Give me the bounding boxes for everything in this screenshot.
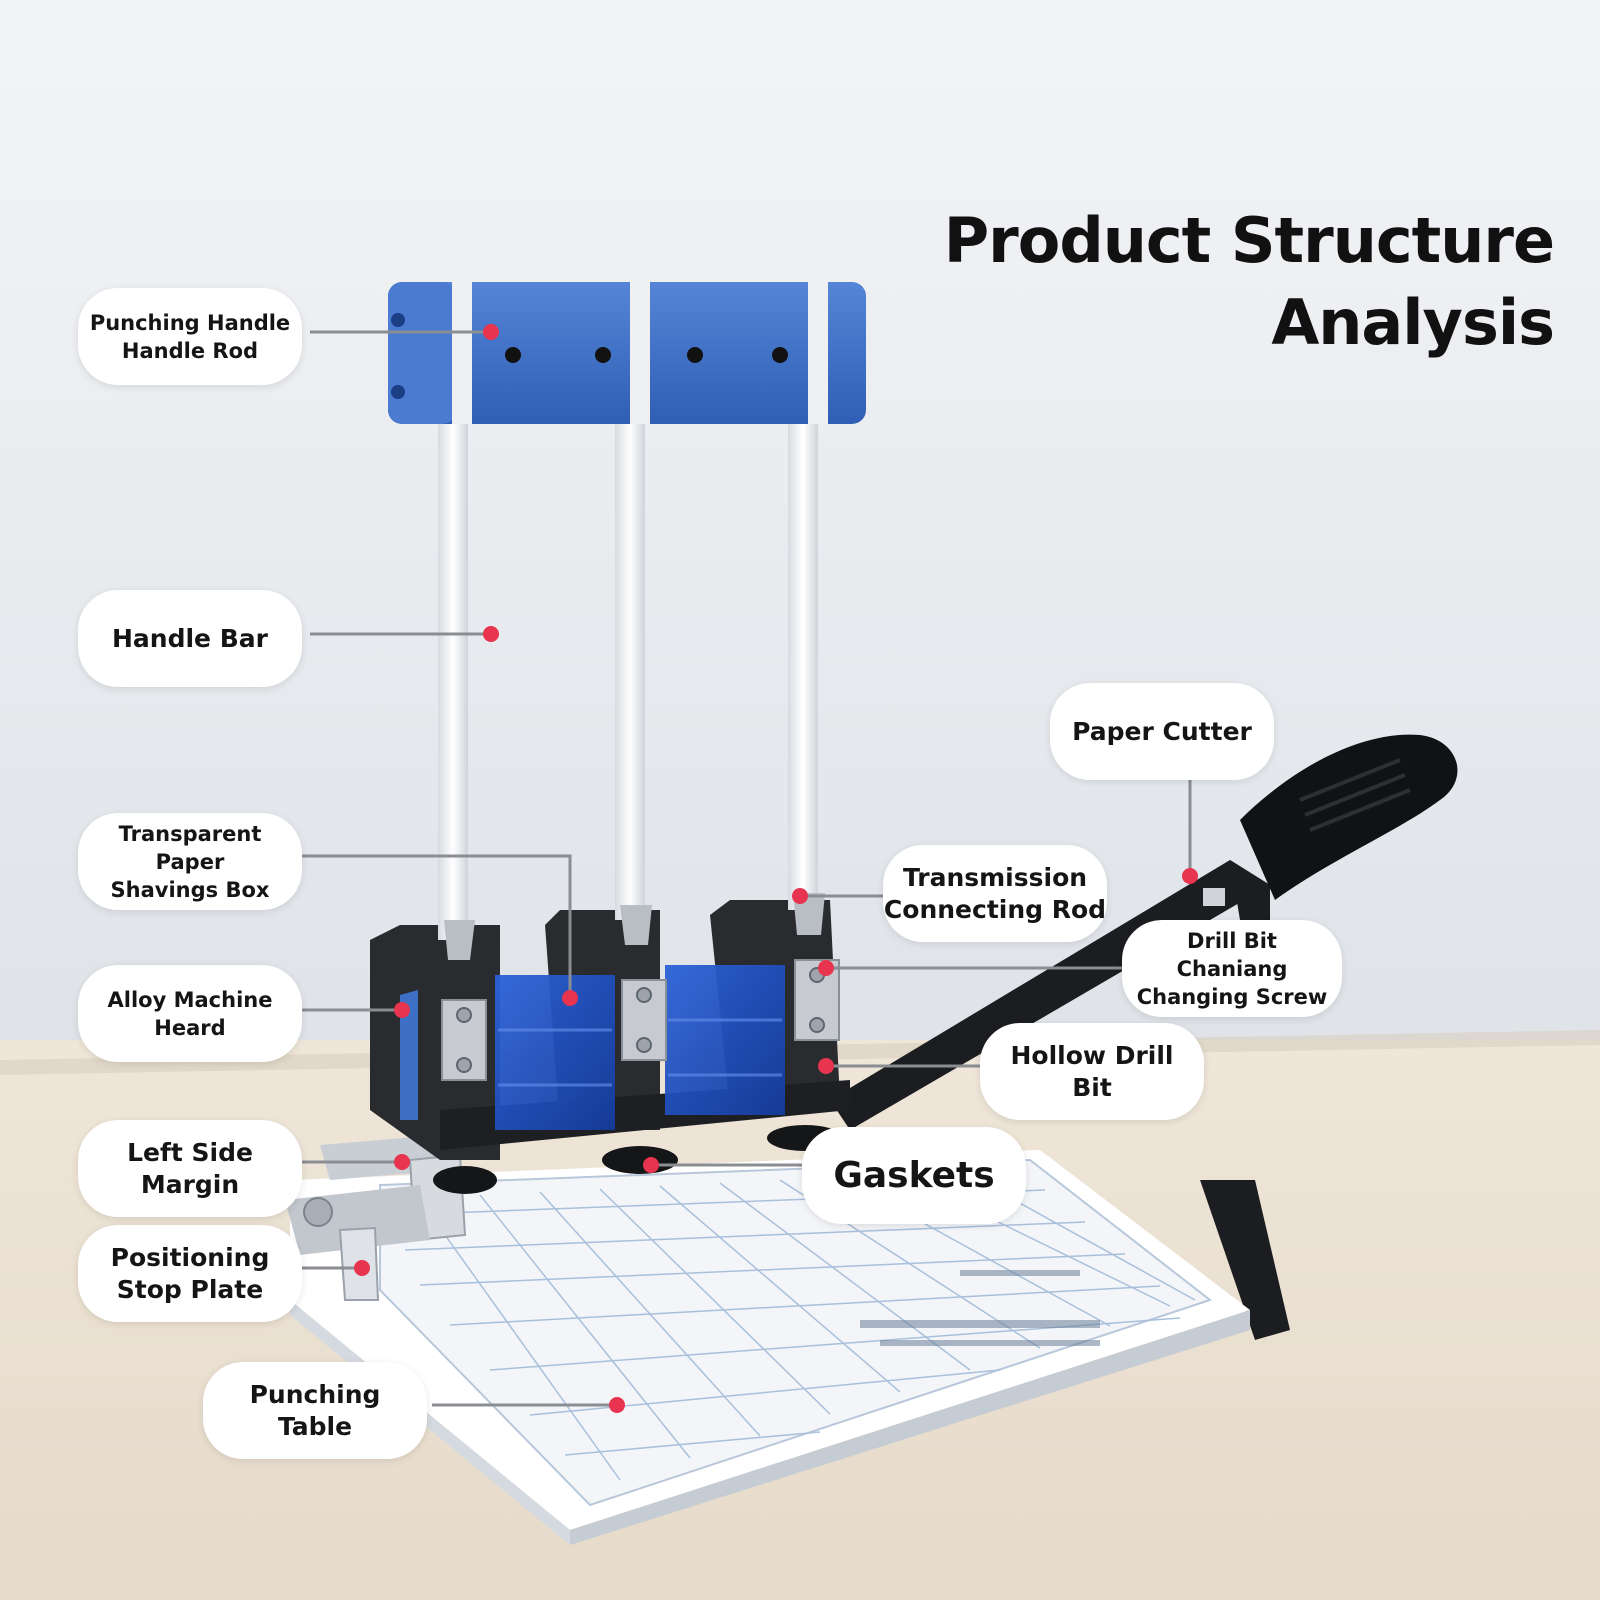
- callout-gaskets: Gaskets: [802, 1127, 1026, 1224]
- label-connecting-rod: Transmission Connecting Rod: [883, 862, 1107, 924]
- marker-left-margin: [394, 1154, 410, 1170]
- shavings-box-left: [495, 975, 615, 1130]
- label-gaskets: Gaskets: [833, 1154, 995, 1196]
- marker-gaskets: [643, 1157, 659, 1173]
- marker-drill-bit: [818, 1058, 834, 1074]
- handle-rods: [438, 400, 825, 960]
- label-punching-handle: Punching Handle Handle Rod: [89, 310, 291, 363]
- machine-body: [370, 900, 850, 1194]
- callout-drill-bit: Hollow Drill Bit: [980, 1023, 1204, 1120]
- left-side-margin-guide: [285, 1135, 467, 1301]
- callout-punching-handle: Punching Handle Handle Rod: [78, 288, 302, 385]
- marker-shavings-box: [562, 990, 578, 1006]
- label-stop-plate: Positioning Stop Plate: [110, 1242, 270, 1304]
- label-machine-head: Alloy Machine Heard: [107, 987, 273, 1040]
- callout-shavings-box: Transparent Paper Shavings Box: [78, 813, 302, 910]
- marker-handle-bar: [483, 626, 499, 642]
- callout-left-margin: Left Side Margin: [78, 1120, 302, 1217]
- marker-paper-cutter: [1182, 868, 1198, 884]
- callout-punching-table: Punching Table: [203, 1362, 427, 1459]
- title-line-1: Product Structure: [943, 204, 1555, 277]
- label-paper-cutter: Paper Cutter: [1072, 716, 1252, 746]
- marker-punching-handle: [483, 324, 499, 340]
- marker-punching-table: [609, 1397, 625, 1413]
- callout-markers: [354, 324, 1198, 1413]
- punching-table: [290, 1150, 1250, 1545]
- marker-stop-plate: [354, 1260, 370, 1276]
- marker-drill-screw: [818, 960, 834, 976]
- callout-paper-cutter: Paper Cutter: [1050, 683, 1274, 780]
- leader-lines: [298, 330, 1192, 1407]
- title-line-2: Analysis: [1271, 286, 1555, 359]
- label-drill-bit: Hollow Drill Bit: [1010, 1040, 1174, 1102]
- callout-connecting-rod: Transmission Connecting Rod: [883, 845, 1107, 942]
- callout-stop-plate: Positioning Stop Plate: [78, 1225, 302, 1322]
- label-left-margin: Left Side Margin: [127, 1137, 253, 1199]
- callout-machine-head: Alloy Machine Heard: [78, 965, 302, 1062]
- label-shavings-box: Transparent Paper Shavings Box: [110, 821, 270, 902]
- callout-handle-bar: Handle Bar: [78, 590, 302, 687]
- marker-machine-head: [394, 1002, 410, 1018]
- label-drill-screw: Drill Bit Chaniang Changing Screw: [1136, 928, 1328, 1009]
- page-title: Product Structure Analysis: [943, 200, 1555, 364]
- shavings-box-right: [665, 965, 785, 1115]
- punching-handle: [388, 278, 866, 424]
- label-handle-bar: Handle Bar: [112, 623, 268, 653]
- callout-drill-screw: Drill Bit Chaniang Changing Screw: [1122, 920, 1342, 1017]
- marker-connecting-rod: [792, 888, 808, 904]
- label-punching-table: Punching Table: [249, 1379, 381, 1441]
